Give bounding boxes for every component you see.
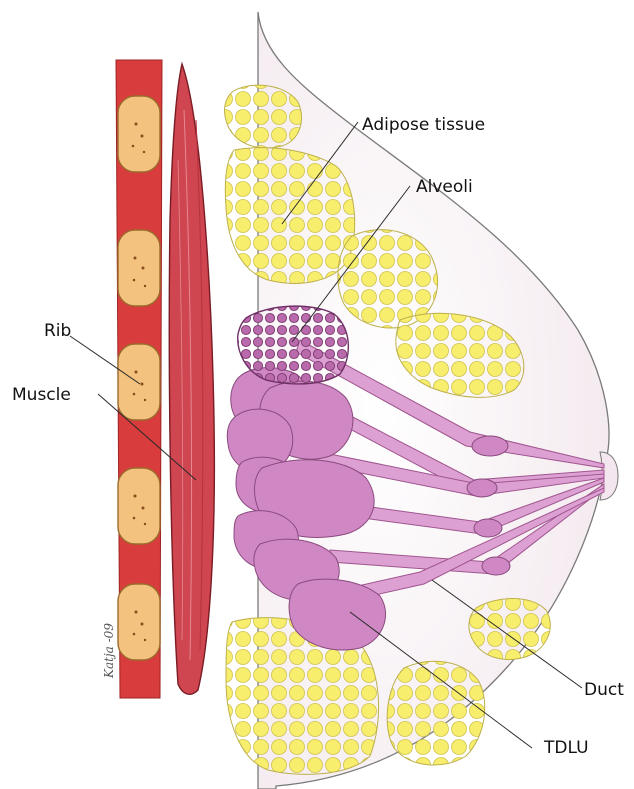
artist-signature: Katja -09 — [102, 623, 116, 679]
rib-bone-4 — [118, 468, 160, 544]
label-alveoli: Alveoli — [416, 177, 473, 197]
fat-cluster-1 — [225, 85, 302, 148]
fat-cluster-5 — [469, 599, 550, 660]
rib-bone-3 — [118, 344, 160, 420]
label-muscle: Muscle — [12, 385, 71, 405]
alveoli-cluster — [238, 306, 349, 384]
label-rib: Rib — [44, 321, 71, 341]
rib-bone-2 — [118, 230, 160, 306]
pectoral-muscle — [169, 64, 214, 694]
fat-cluster-3 — [338, 230, 438, 328]
label-duct: Duct — [584, 680, 624, 700]
rib-bone-5 — [118, 584, 160, 660]
rib-column — [116, 60, 162, 698]
fat-cluster-2 — [225, 148, 354, 284]
label-adipose-tissue: Adipose tissue — [362, 115, 485, 135]
label-tdlu: TDLU — [543, 738, 589, 758]
rib-bone-1 — [118, 96, 160, 172]
